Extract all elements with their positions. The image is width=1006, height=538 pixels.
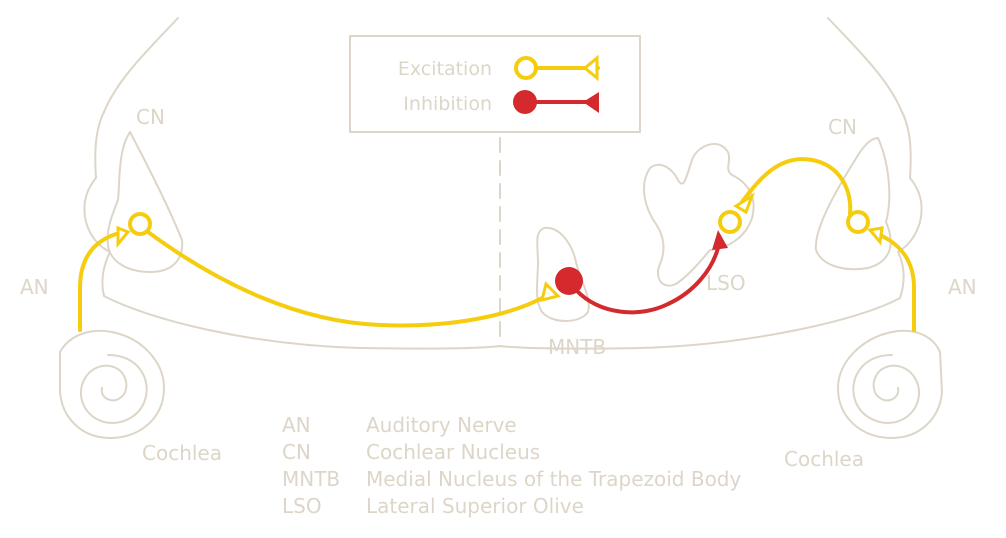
legend-inhibition-label: Inhibition xyxy=(403,93,492,115)
cn-right-nucleus xyxy=(814,137,892,271)
cn-to-mntb-fiber xyxy=(128,212,561,328)
cn-right-to-lso-fiber xyxy=(718,157,870,234)
legend-inhibition-symbol xyxy=(513,90,599,114)
cn-left-label: CN xyxy=(136,105,165,129)
cochlea-left-label: Cochlea xyxy=(142,441,222,465)
legend-excitation-label: Excitation xyxy=(398,58,492,80)
cochlea-right xyxy=(837,329,943,439)
mntb-label: MNTB xyxy=(548,335,606,359)
glossary-full: Auditory Nerve xyxy=(366,413,517,437)
lso-nucleus xyxy=(643,142,755,287)
glossary: AN Auditory Nerve CN Cochlear Nucleus MN… xyxy=(282,413,741,518)
glossary-full: Medial Nucleus of the Trapezoid Body xyxy=(366,467,741,491)
glossary-full: Lateral Superior Olive xyxy=(366,494,584,518)
mntb-nucleus xyxy=(536,226,590,322)
an-left-fiber xyxy=(78,225,131,332)
cn-right-label: CN xyxy=(828,115,857,139)
an-right-fiber xyxy=(867,226,916,332)
glossary-abbr: CN xyxy=(282,440,311,464)
glossary-full: Cochlear Nucleus xyxy=(366,440,540,464)
cochlea-right-label: Cochlea xyxy=(784,447,864,471)
lso-label: LSO xyxy=(706,271,746,295)
glossary-abbr: MNTB xyxy=(282,467,340,491)
cn-left-nucleus xyxy=(106,131,184,273)
glossary-abbr: AN xyxy=(282,413,311,437)
glossary-abbr: LSO xyxy=(282,494,322,518)
mntb-to-lso-fiber xyxy=(555,230,728,315)
legend-excitation-symbol xyxy=(514,54,600,82)
brainstem-outline xyxy=(83,17,923,350)
an-right-label: AN xyxy=(948,275,977,299)
legend-box xyxy=(349,35,641,133)
an-left-label: AN xyxy=(20,275,49,299)
cochlea-left xyxy=(59,329,165,439)
